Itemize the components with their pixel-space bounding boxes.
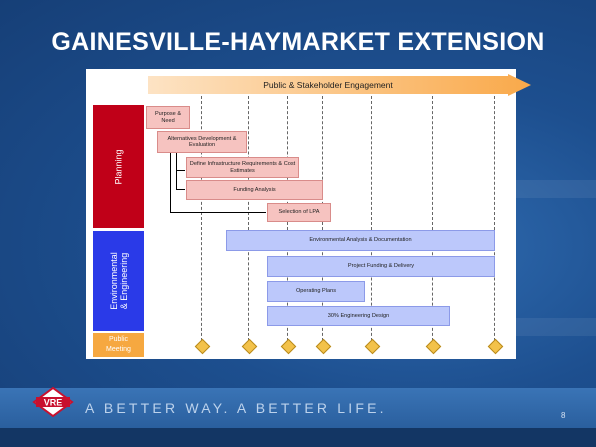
task-funding-analysis: Funding Analysis xyxy=(186,180,323,200)
task-infrastructure: Define Infrastructure Requirements & Cos… xyxy=(186,157,299,178)
phase-env-label: Environmental & Engineering xyxy=(108,252,129,310)
task-project-funding: Project Funding & Delivery xyxy=(267,256,495,277)
phase-public-label: Public Meeting xyxy=(106,336,131,353)
connector-line xyxy=(176,152,177,190)
connector-line xyxy=(170,212,266,213)
svg-text:VRE: VRE xyxy=(44,398,63,408)
phase-public-meeting: Public Meeting xyxy=(93,333,144,357)
connector-line xyxy=(176,189,185,190)
bottom-strip xyxy=(0,428,596,447)
page-number: 8 xyxy=(561,411,566,420)
connector-line xyxy=(176,170,185,171)
milestone-line xyxy=(432,96,433,346)
engagement-label: Public & Stakeholder Engagement xyxy=(263,80,393,90)
phase-planning: Planning xyxy=(93,105,144,228)
task-selection-lpa: Selection of LPA xyxy=(267,203,331,222)
milestone-line xyxy=(494,96,495,346)
phase-environmental-engineering: Environmental & Engineering xyxy=(93,231,144,331)
slide-title: GAINESVILLE-HAYMARKET EXTENSION xyxy=(51,28,545,56)
task-env-analysis: Environmental Analysis & Documentation xyxy=(226,230,495,251)
vre-logo: VRE xyxy=(32,386,74,418)
milestone-line xyxy=(371,96,372,346)
connector-line xyxy=(170,152,171,213)
milestone-line xyxy=(201,96,202,346)
phase-planning-label: Planning xyxy=(113,148,124,185)
footer-band xyxy=(0,388,596,428)
milestone-line xyxy=(248,96,249,346)
engagement-arrow xyxy=(148,74,531,96)
task-engineering-design: 30% Engineering Design xyxy=(267,306,450,326)
task-purpose-need: Purpose & Need xyxy=(146,106,190,129)
task-operating-plans: Operating Plans xyxy=(267,281,365,302)
footer-tagline: A BETTER WAY. A BETTER LIFE. xyxy=(85,400,387,416)
task-alternatives: Alternatives Development & Evaluation xyxy=(157,131,247,153)
